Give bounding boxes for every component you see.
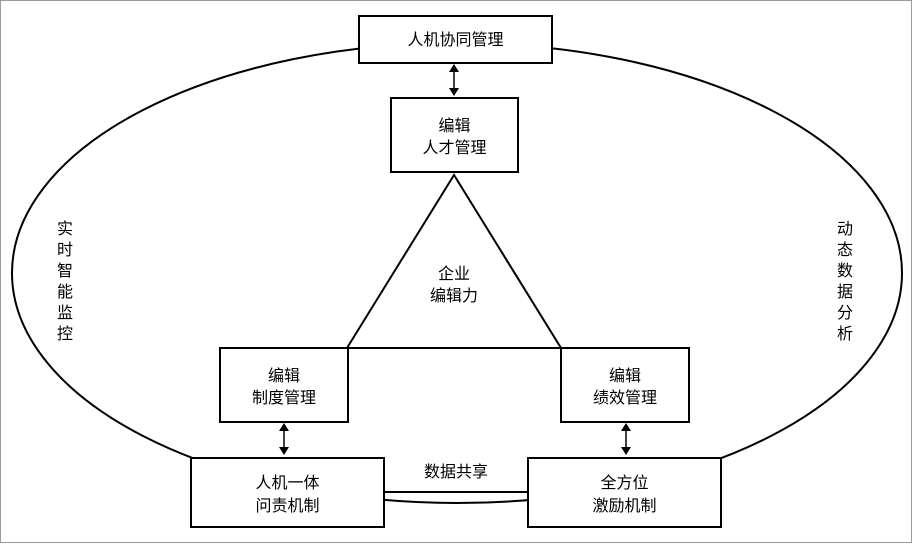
right-label-char: 数 [837,262,853,280]
right-label-char: 据 [837,283,853,301]
incentive-mechanism-box: 全方位 激励机制 [527,457,722,528]
left-label-char: 时 [57,241,73,259]
talent-box-line1: 编辑 [438,117,470,135]
editing-power-triangle [345,173,563,349]
accountability-box-line1: 人机一体 [255,474,319,492]
right-side-label: 动 态 数 据 分 析 [837,220,853,343]
incentive-box-line1: 全方位 [600,474,648,492]
incentive-box-line2: 激励机制 [592,497,656,515]
system-box-line2: 制度管理 [252,389,316,407]
system-box-line1: 编辑 [268,367,300,385]
right-label-char: 分 [837,304,853,322]
arrow-top-talent [449,64,459,96]
accountability-mechanism-box: 人机一体 问责机制 [190,457,385,528]
top-box-label: 人机协同管理 [407,31,503,49]
left-label-char: 智 [57,262,73,280]
data-sharing-label: 数据共享 [424,463,488,481]
left-label-char: 监 [57,304,73,322]
performance-management-box: 编辑 绩效管理 [560,347,690,423]
system-management-box: 编辑 制度管理 [219,347,349,423]
left-label-char: 实 [57,220,73,238]
triangle-label-line1: 企业 [438,265,470,283]
talent-box-line2: 人才管理 [422,139,486,157]
arrow-performance-incentive [621,423,631,455]
accountability-box-line2: 问责机制 [255,497,319,515]
right-label-char: 态 [837,241,853,259]
talent-management-box: 编辑 人才管理 [390,97,519,173]
left-label-char: 控 [57,325,73,343]
triangle-label-line2: 编辑力 [430,287,478,305]
arrow-system-accountability [279,423,289,455]
performance-box-line1: 编辑 [609,367,641,385]
performance-box-line2: 绩效管理 [593,389,657,407]
left-label-char: 能 [57,283,73,301]
left-side-label: 实 时 智 能 监 控 [57,220,73,343]
right-label-char: 动 [837,220,853,238]
right-label-char: 析 [837,325,853,343]
human-machine-collaboration-box: 人机协同管理 [358,15,553,64]
